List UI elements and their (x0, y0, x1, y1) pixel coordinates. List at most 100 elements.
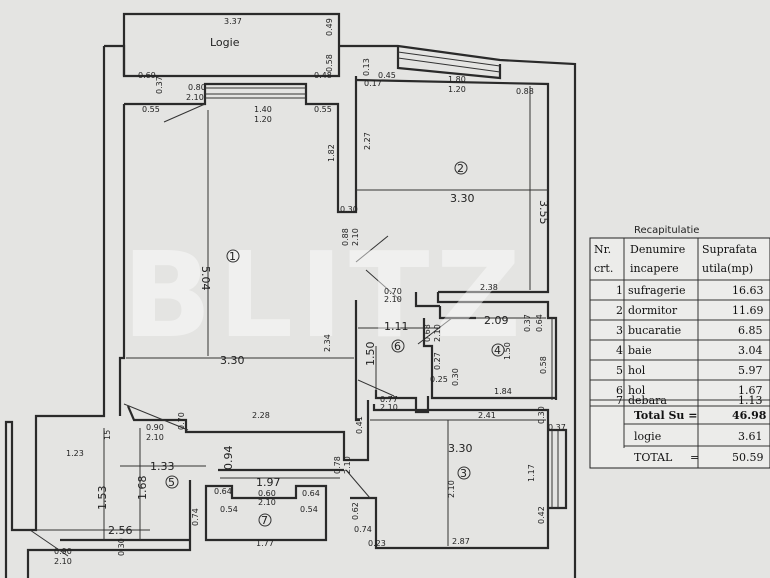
dim: 0.58 (539, 356, 548, 374)
dim: 0.55 (142, 105, 160, 114)
svg-text:3: 3 (460, 467, 467, 480)
summary-title: Recapitulatie (634, 225, 699, 236)
total-equals: = (690, 451, 699, 464)
dim: 1.50 (364, 342, 377, 367)
dim: 2.10 (380, 403, 398, 412)
dim: 0.88 (516, 87, 534, 96)
dim: 0.78 (333, 456, 342, 474)
logie-value: 3.61 (738, 430, 763, 443)
dim: 1.17 (527, 464, 536, 482)
dim: 2.10 (54, 557, 72, 566)
dim: 1.68 (136, 476, 149, 501)
svg-text:3.04: 3.04 (738, 344, 763, 357)
dim: 3.30 (220, 354, 245, 367)
dim: 3.30 (450, 192, 475, 205)
dim: 0.37 (523, 314, 532, 332)
room-number-4: 4 (491, 343, 505, 357)
dim: 0.90 (54, 547, 72, 556)
dim: 2.10 (258, 498, 276, 507)
dim: 0.90 (146, 423, 164, 432)
dim: 0.69 (138, 71, 156, 80)
svg-text:1: 1 (616, 284, 623, 297)
dim: 0.30 (117, 538, 126, 556)
dim: 2.10 (351, 228, 360, 246)
dim: 1.77 (256, 539, 274, 548)
svg-text:baie: baie (628, 344, 652, 357)
svg-text:16.63: 16.63 (732, 284, 764, 297)
dim: 0.70 (384, 287, 402, 296)
dim: 0.23 (368, 539, 386, 548)
dim: 3.55 (537, 200, 550, 225)
dim: 0.41 (355, 416, 364, 434)
dim: 2.09 (484, 314, 509, 327)
dim: 1.80 (448, 75, 466, 84)
dim: 0.94 (222, 446, 235, 471)
dim: 1.23 (66, 449, 84, 458)
room-number-1: 1 (226, 249, 240, 263)
table-row: 2 dormitor 11.69 (616, 304, 764, 317)
dim: 0.64 (535, 314, 544, 332)
svg-text:7: 7 (616, 394, 623, 407)
dim: 0.17 (364, 79, 382, 88)
walls (4, 12, 577, 578)
dim: 1.40 (254, 105, 272, 114)
svg-text:4: 4 (494, 344, 501, 357)
dim: 0.25 (430, 375, 448, 384)
room-number-7: 7 (258, 513, 272, 527)
dim: 2.28 (252, 411, 270, 420)
svg-text:5.97: 5.97 (738, 364, 763, 377)
table-row: 1 sufragerie 16.63 (616, 284, 764, 297)
dim: 0.62 (351, 502, 360, 520)
svg-text:bucaratie: bucaratie (628, 324, 681, 337)
header-incapere: incapere (630, 262, 679, 275)
svg-text:4: 4 (616, 344, 623, 357)
header-crt: crt. (594, 262, 613, 275)
dim: 0.49 (325, 18, 334, 36)
svg-text:5: 5 (168, 476, 175, 489)
room-number-5: 5 (165, 475, 179, 489)
dim: 2.10 (384, 295, 402, 304)
dim: 2.87 (452, 537, 470, 546)
dim: 2.27 (363, 132, 372, 150)
svg-text:debara: debara (628, 394, 667, 407)
svg-text:sufragerie: sufragerie (628, 284, 685, 297)
svg-text:dormitor: dormitor (628, 304, 678, 317)
dim: 0.88 (341, 228, 350, 246)
svg-text:3: 3 (616, 324, 623, 337)
dim: 0.48 (314, 71, 332, 80)
dim: 0.80 (188, 83, 206, 92)
table-row: 3 bucaratie 6.85 (616, 324, 763, 337)
dim: 0.54 (300, 505, 318, 514)
summary-table: Recapitulatie Nr. crt. Denumire incapere… (589, 225, 770, 469)
dim: 0.30 (451, 368, 460, 386)
table-row: 7 debara 1.13 (616, 394, 763, 407)
dim: 0.13 (362, 58, 371, 76)
total-su-label: Total Su = (634, 409, 697, 422)
dim: 15 (103, 430, 112, 440)
logie-label: logie (634, 430, 661, 443)
watermark: BLITZ (122, 226, 527, 364)
total-su-value: 46.98 (732, 409, 767, 422)
dim: 0.74 (354, 525, 372, 534)
dim: 0.58 (325, 54, 334, 72)
total-label: TOTAL (634, 451, 673, 464)
dim: 0.74 (191, 508, 200, 526)
header-nr: Nr. (594, 243, 611, 256)
svg-text:1.67: 1.67 (738, 384, 763, 397)
header-denumire: Denumire (630, 243, 685, 256)
dimension-lines (36, 86, 548, 546)
dim: 0.54 (220, 505, 238, 514)
svg-text:6.85: 6.85 (738, 324, 763, 337)
room-number-3: 3 (457, 466, 471, 480)
dim: 0.60 (258, 489, 276, 498)
dim: 0.30 (537, 406, 546, 424)
svg-text:2: 2 (457, 162, 464, 175)
dim: 1.33 (150, 460, 175, 473)
dim: 0.77 (380, 395, 398, 404)
dim: 0.64 (302, 489, 320, 498)
room-number-2: 2 (454, 161, 468, 175)
dim: 5.04 (199, 266, 212, 291)
svg-text:hol: hol (628, 384, 646, 397)
